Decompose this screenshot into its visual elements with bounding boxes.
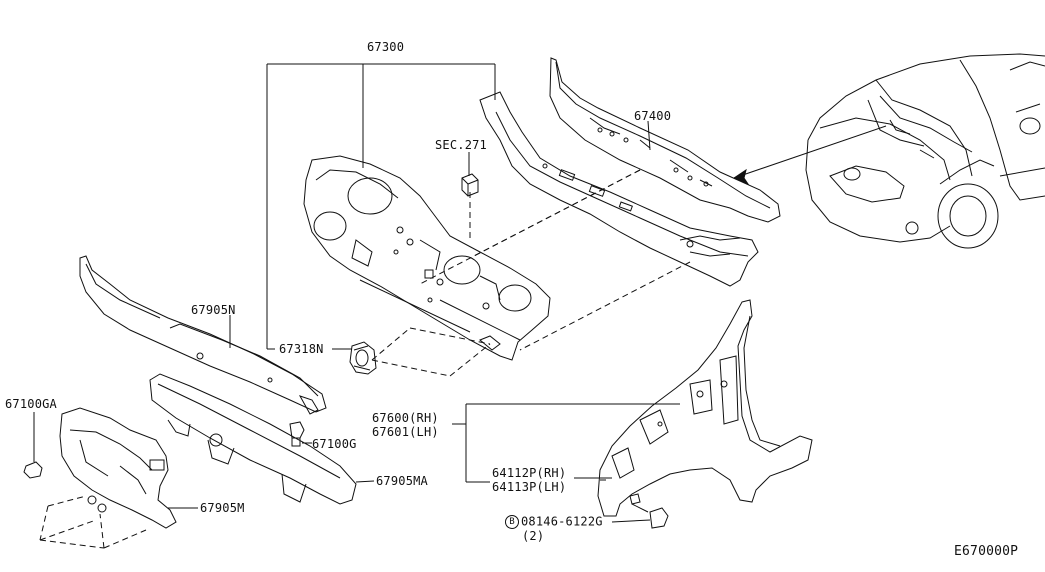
leader-67300 <box>266 63 496 350</box>
label-67905m: 67905M <box>200 501 245 515</box>
insulator-67905m <box>59 407 198 529</box>
dash-panel-67300 <box>303 155 551 361</box>
upper-dash-panel-67400 <box>549 57 781 223</box>
bolt-symbol: B <box>505 515 519 529</box>
insulator-dash-guides <box>39 495 147 549</box>
label-sec271: SEC.271 <box>435 138 487 152</box>
label-67318n: 67318N <box>279 342 324 356</box>
cowl-top-67905n <box>79 255 327 415</box>
label-67600-rh: 67600(RH) <box>372 411 439 425</box>
bolt-code: 08146-6122G <box>521 514 603 529</box>
dash-connectors <box>371 169 691 377</box>
grommet-67318n <box>332 341 377 375</box>
label-67100g: 67100G <box>312 437 357 451</box>
label-67100ga: 67100GA <box>5 397 57 411</box>
label-67905ma: 67905MA <box>376 474 428 488</box>
sec271-part <box>461 152 479 197</box>
reference-code: E670000P <box>954 544 1019 559</box>
location-arrow <box>732 125 887 186</box>
label-67400: 67400 <box>634 109 672 123</box>
vehicle-inset <box>805 53 1045 249</box>
label-bolt-qty: (2) <box>522 529 545 543</box>
bolt-08146-6122g <box>611 493 669 529</box>
hoodledge-67600 <box>597 299 813 517</box>
label-67601-lh: 67601(LH) <box>372 425 439 439</box>
leader-67600 <box>452 403 680 483</box>
clip-67100ga <box>23 412 43 479</box>
cowl-panel <box>479 91 759 287</box>
clip-67100g <box>289 421 312 447</box>
label-67905n: 67905N <box>191 303 236 317</box>
label-64112p-rh: 64112P(RH) <box>492 466 567 480</box>
cowl-lower-67905ma <box>149 373 375 505</box>
label-64113p-lh: 64113P(LH) <box>492 480 567 494</box>
label-67300: 67300 <box>367 40 405 54</box>
